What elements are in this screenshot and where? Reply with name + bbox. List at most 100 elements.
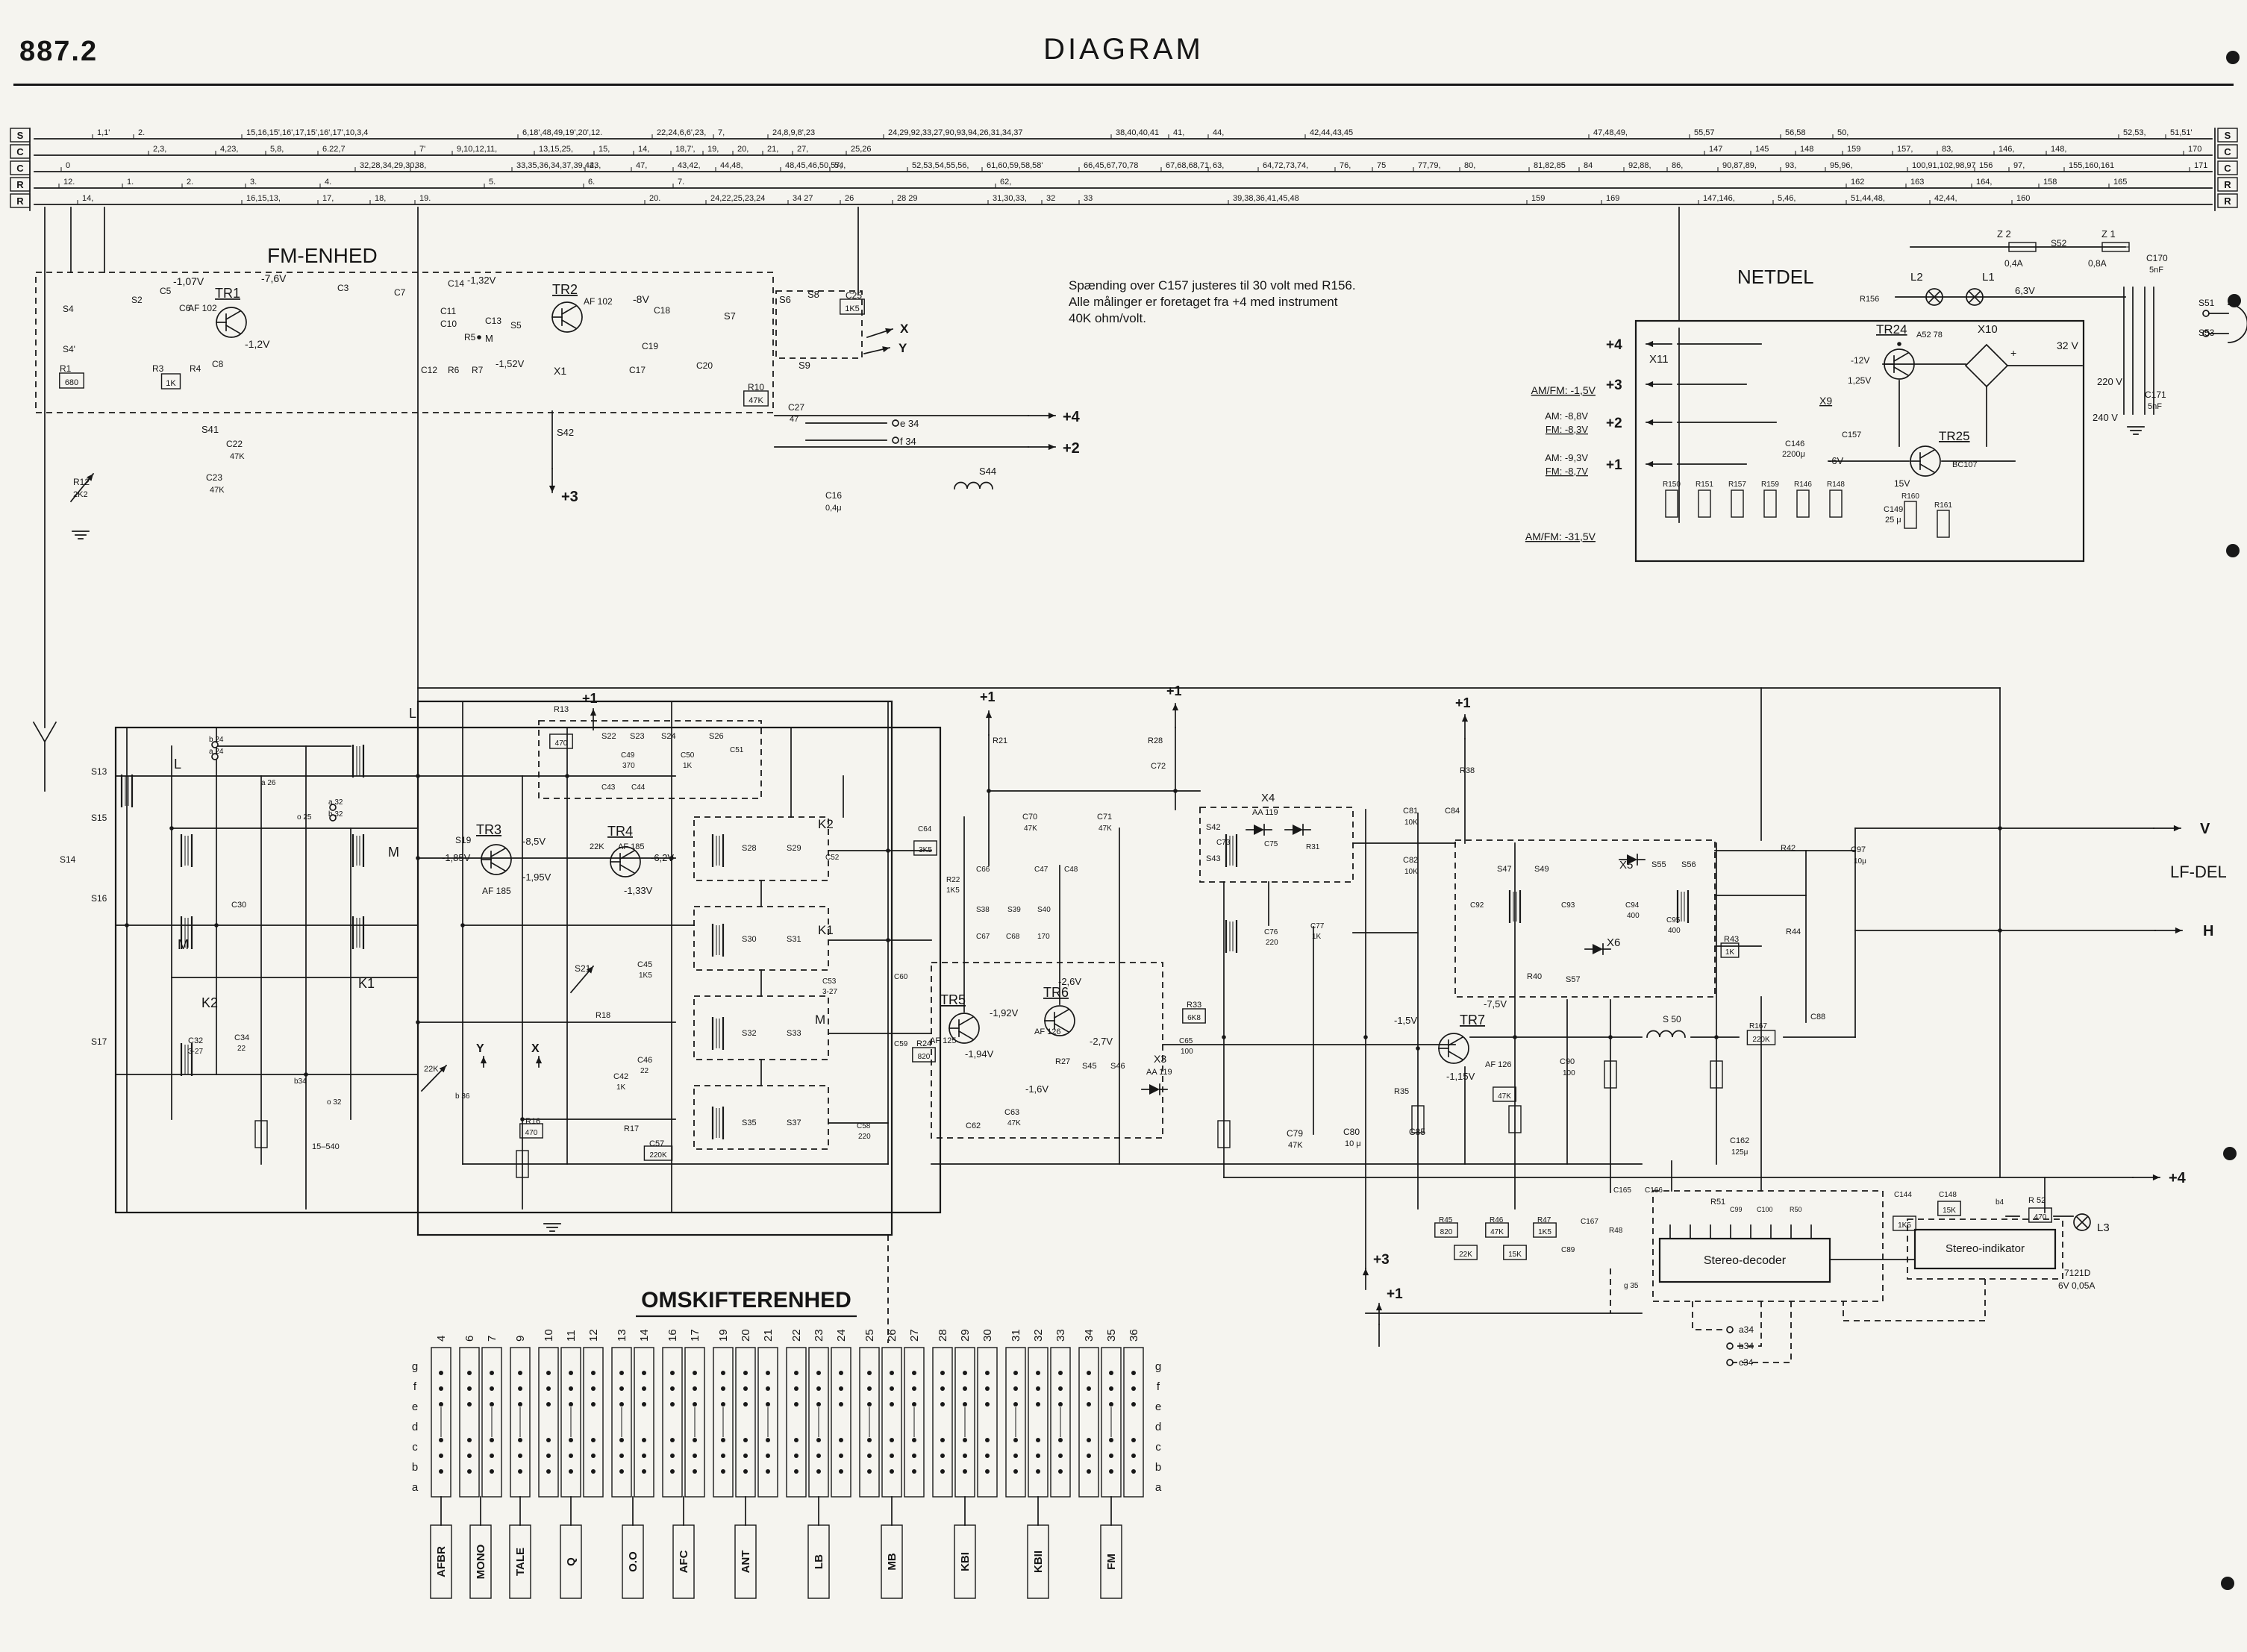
contact-dot	[693, 1438, 697, 1442]
contact-dot	[619, 1438, 624, 1442]
bus-number: 9,10,12,11,	[457, 145, 497, 154]
contact-dot	[642, 1402, 646, 1407]
value-box	[913, 840, 937, 856]
arrow-head	[590, 709, 597, 716]
coil-symbol	[1646, 1030, 1686, 1038]
arrow-head	[1646, 419, 1654, 426]
switch-pin-number: 11	[565, 1330, 578, 1342]
bus-number: 25,26	[851, 145, 872, 154]
bus-number: 42,44,	[1934, 194, 1957, 203]
schematic-label: +1	[1166, 683, 1182, 698]
schematic-label: 22K	[1459, 1251, 1472, 1259]
schematic-label: 22	[640, 1067, 649, 1075]
bus-number: 22,24,6,6',23,	[657, 128, 706, 137]
schematic-label: TR4	[607, 824, 633, 839]
contact-dot	[1109, 1371, 1113, 1375]
schematic-label: C84	[1445, 807, 1460, 816]
switch-pin-number: 13	[616, 1329, 628, 1342]
schematic-label: S8	[807, 289, 819, 300]
contact-dot	[794, 1402, 799, 1407]
arrow-head	[2173, 825, 2181, 832]
bus-number: 28 29	[897, 194, 918, 203]
schematic-label: -1,6V	[1025, 1083, 1049, 1095]
switch-label-box	[807, 1524, 830, 1599]
schematic-label: 15K	[1508, 1251, 1522, 1259]
contact-dot	[816, 1371, 821, 1375]
bus-number: 33	[1084, 194, 1093, 203]
switch-label-box	[734, 1524, 757, 1599]
schematic-label: S2	[131, 295, 143, 305]
schematic-label: C146	[1785, 439, 1804, 448]
bus-row-letter: C	[2224, 146, 2231, 157]
switch-pin-number: 33	[1054, 1329, 1067, 1342]
contact-dot	[912, 1402, 916, 1407]
schematic-label: C43	[601, 783, 616, 792]
schematic-label: R6	[448, 365, 460, 375]
contact-dot	[619, 1402, 624, 1407]
arrow-head	[587, 966, 593, 974]
contact-dot	[794, 1454, 799, 1458]
bus-number: 32	[1046, 194, 1055, 203]
bus-number: 24,29,92,33,27,90,93,94,26,31,34,37	[888, 128, 1022, 137]
schematic-label: R12	[73, 477, 90, 487]
schematic-label: -1,15V	[1446, 1071, 1475, 1082]
resistor-symbol	[1904, 501, 1917, 529]
schematic-label: S24	[661, 732, 676, 741]
contact-dot	[1036, 1469, 1040, 1474]
schematic-label: -1,92V	[990, 1007, 1019, 1019]
switch-pin-number: 20	[740, 1329, 752, 1342]
schematic-label: C49	[621, 751, 635, 760]
block-outline	[1634, 319, 2085, 563]
schematic-label: S21	[575, 963, 591, 974]
schematic-label: R160	[1901, 492, 1919, 501]
schematic-label: R157	[1728, 481, 1746, 489]
contact-dot	[839, 1371, 843, 1375]
bus-row-letter: C	[16, 163, 24, 174]
schematic-label: 22K	[590, 842, 604, 851]
contact-dot	[766, 1386, 770, 1391]
switch-label-box	[954, 1524, 976, 1599]
schematic-label: X	[531, 1042, 540, 1055]
switch-function-label: FM	[1105, 1554, 1118, 1570]
junction-dot	[1998, 826, 2002, 830]
schematic-label: 3-27	[822, 988, 837, 996]
schematic-label: S7	[724, 310, 736, 322]
switch-column	[932, 1347, 953, 1498]
bridge-rectifier	[1964, 343, 2009, 388]
contact-dot	[794, 1371, 799, 1375]
arrow-head	[535, 1057, 543, 1064]
junction-dot	[477, 335, 481, 340]
schematic-label: AF 126	[1485, 1060, 1511, 1069]
arrow-head	[439, 1066, 446, 1073]
contact-dot	[1087, 1438, 1091, 1442]
contact-dot	[985, 1469, 990, 1474]
schematic-label: R151	[1696, 481, 1713, 489]
arrow-head	[1646, 460, 1654, 468]
schematic-label: 470	[2034, 1213, 2047, 1221]
contact-dot	[766, 1454, 770, 1458]
schematic-label: AF 102	[188, 303, 217, 313]
schematic-label: C16	[825, 490, 842, 501]
contact-dot	[1013, 1402, 1018, 1407]
schematic-label: C7	[394, 287, 406, 298]
binder-dot	[2228, 294, 2241, 307]
junction-dot	[169, 826, 174, 830]
schematic-label: 47K	[1007, 1119, 1021, 1127]
bus-number: 84	[1584, 161, 1593, 170]
switch-pin-number: 24	[835, 1329, 848, 1342]
schematic-label: C46	[637, 1056, 652, 1065]
contact-dot	[490, 1454, 494, 1458]
dashed-outline	[693, 906, 829, 971]
schematic-label: AF 126	[1034, 1027, 1060, 1036]
schematic-label: C73	[1216, 839, 1231, 847]
bus-number: 42,44,43,45	[1310, 128, 1353, 137]
contact-dot	[1131, 1386, 1136, 1391]
schematic-label: C77	[1310, 922, 1325, 930]
connector-circle	[1726, 1359, 1734, 1366]
schematic-label: R43	[1724, 935, 1739, 944]
coil-symbol	[954, 481, 993, 489]
contact-dot	[467, 1469, 472, 1474]
schematic-label: S44	[979, 466, 996, 477]
